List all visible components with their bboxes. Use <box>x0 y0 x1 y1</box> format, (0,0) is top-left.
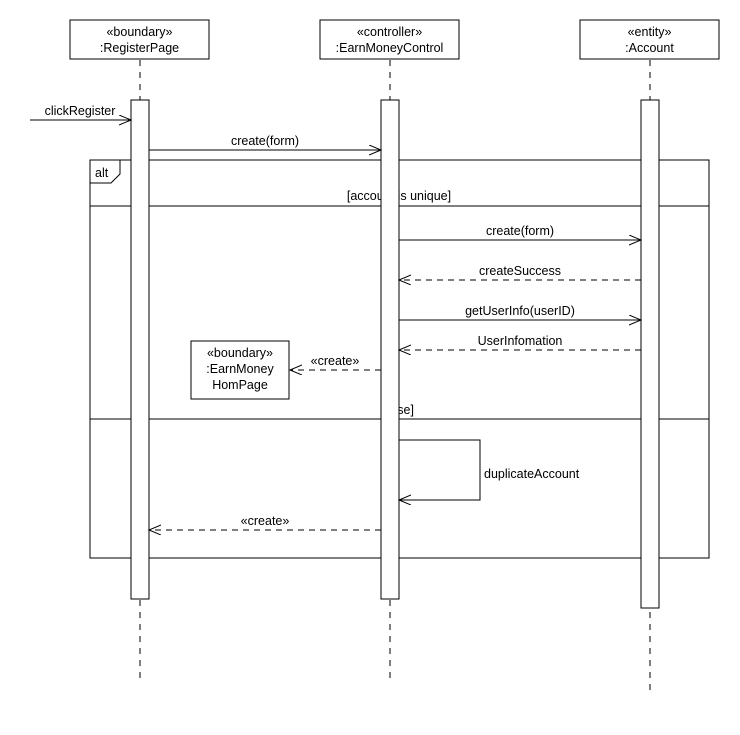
message-create-form-account: create(form) <box>399 224 641 240</box>
message-get-user-info: getUserInfo(userID) <box>399 304 641 320</box>
participant-name: :EarnMoneyControl <box>336 41 444 55</box>
participant-stereotype: «entity» <box>628 25 672 39</box>
fragment-operator-tab <box>89 160 121 184</box>
object-name-line2: HomPage <box>212 378 268 392</box>
message-label: getUserInfo(userID) <box>465 304 575 318</box>
participant-stereotype: «boundary» <box>106 25 172 39</box>
message-click-register: clickRegister <box>30 104 131 120</box>
message-label: create(form) <box>486 224 554 238</box>
message-label: «create» <box>311 354 360 368</box>
message-create-back: «create» <box>149 514 381 530</box>
participant-earnmoneycontrol[interactable]: «controller» :EarnMoneyControl <box>319 19 460 60</box>
message-label: createSuccess <box>479 264 561 278</box>
message-label: clickRegister <box>45 104 116 118</box>
message-create-success: createSuccess <box>399 264 641 280</box>
participant-stereotype: «controller» <box>357 25 422 39</box>
activation-earnmoneycontrol <box>380 99 400 600</box>
activation-registerpage <box>130 99 150 600</box>
participant-name: :Account <box>625 41 674 55</box>
message-duplicate-account: duplicateAccount <box>399 439 580 500</box>
message-create-homepage: «create» <box>290 354 381 370</box>
participant-name: :RegisterPage <box>100 41 179 55</box>
participant-registerpage[interactable]: «boundary» :RegisterPage <box>69 19 210 60</box>
message-create-form: create(form) <box>149 134 381 150</box>
message-label: UserInfomation <box>478 334 563 348</box>
message-label: create(form) <box>231 134 299 148</box>
object-name-line1: :EarnMoney <box>206 362 274 376</box>
object-stereotype: «boundary» <box>207 346 273 360</box>
participant-account[interactable]: «entity» :Account <box>579 19 720 60</box>
activation-account <box>640 99 660 609</box>
message-label: duplicateAccount <box>484 467 580 481</box>
message-user-infomation: UserInfomation <box>399 334 641 350</box>
message-label: «create» <box>241 514 290 528</box>
created-object-earnmoney-hompage[interactable]: «boundary» :EarnMoney HomPage <box>190 340 290 400</box>
fragment-operator: alt <box>95 166 109 180</box>
